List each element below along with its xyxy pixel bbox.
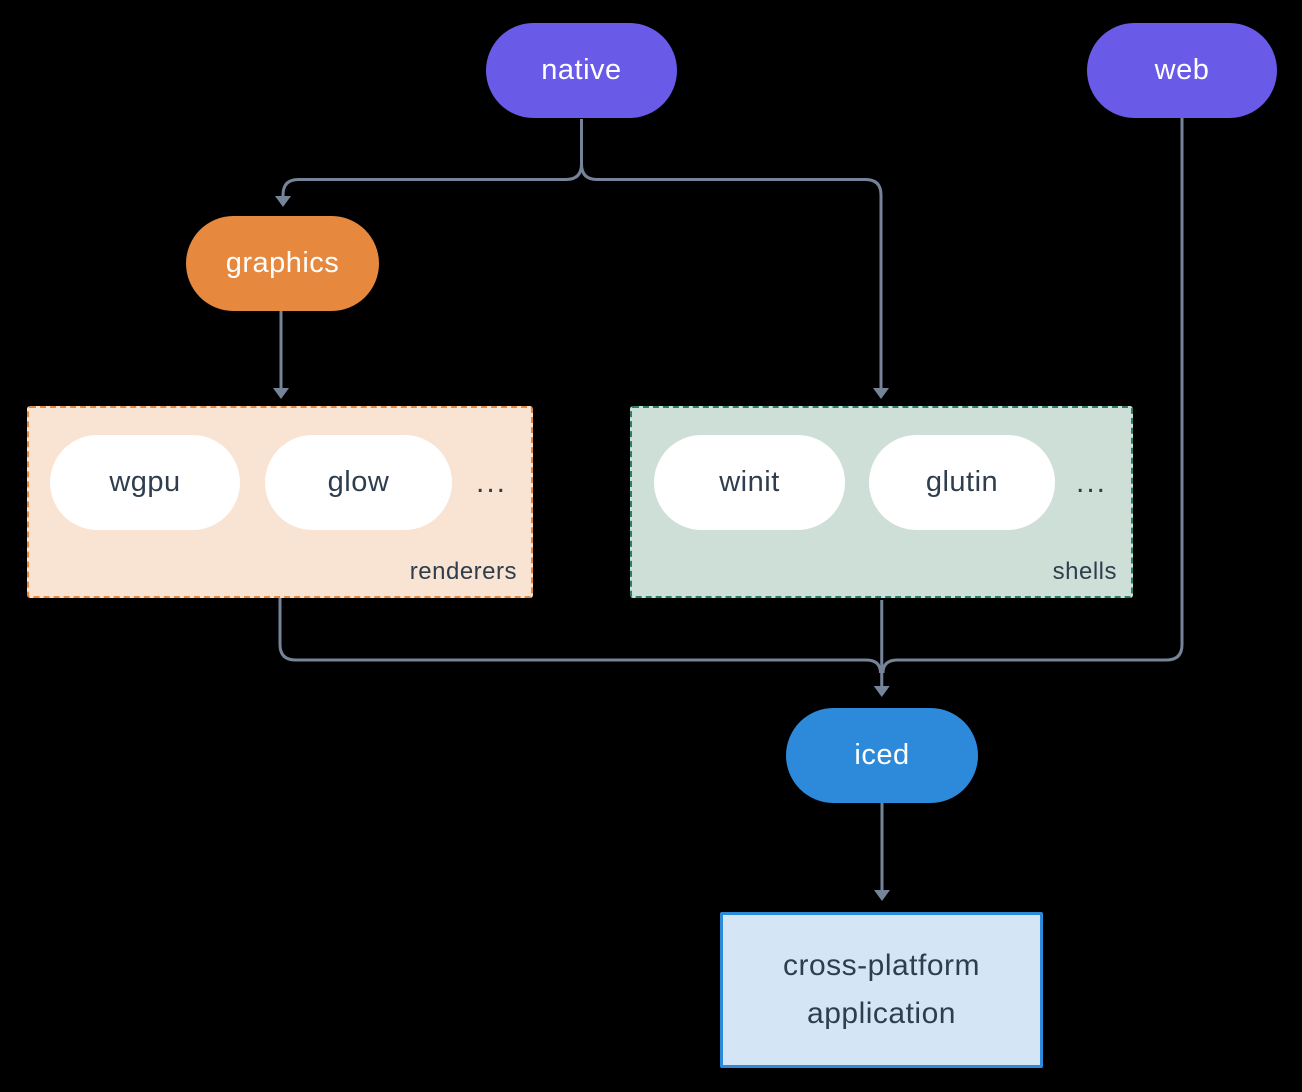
- node-cross-platform-application: cross-platform application: [720, 912, 1043, 1068]
- node-iced: iced: [786, 708, 978, 803]
- edge-native-shells: [580, 163, 889, 399]
- node-web: web: [1087, 23, 1277, 118]
- edge-web-merge: [881, 118, 1184, 674]
- node-graphics: graphics: [186, 216, 379, 311]
- node-glow: glow: [265, 435, 452, 530]
- group-renderers: wgpu glow ... renderers: [27, 406, 533, 598]
- app-label-line1: cross-platform: [782, 949, 981, 982]
- node-native: native: [486, 23, 677, 118]
- node-winit: winit: [654, 435, 845, 530]
- renderers-ellipsis: ...: [475, 465, 507, 499]
- shells-ellipsis: ...: [1075, 465, 1107, 499]
- edge-renderers-merge: [278, 598, 882, 674]
- edge-native-graphics: [275, 163, 583, 207]
- node-glutin: glutin: [869, 435, 1055, 530]
- group-shells: winit glutin ... shells: [630, 406, 1133, 598]
- app-label-line2: application: [807, 997, 956, 1030]
- shells-group-label: shells: [1052, 558, 1117, 585]
- renderers-group-label: renderers: [409, 558, 517, 585]
- node-wgpu: wgpu: [50, 435, 240, 530]
